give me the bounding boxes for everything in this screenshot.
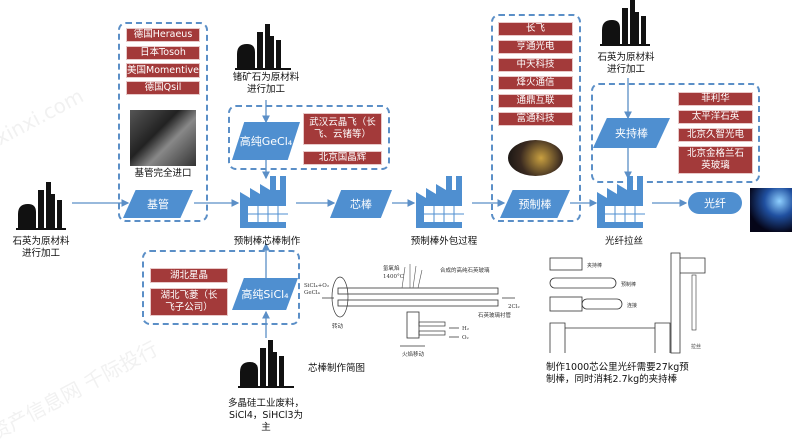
company-box: 太平洋石英 <box>678 110 753 124</box>
substrate-tube-group <box>118 22 208 222</box>
label-preform: 预制棒 <box>621 281 636 288</box>
preform-group <box>491 14 581 222</box>
core-rod-diagram: 氢氧焰 1400°C 合成的高纯石英玻璃 SiCl₄+O₂ GeCl₄ 2Cl₂… <box>304 264 520 358</box>
company-box: 美国Momentive <box>126 63 200 78</box>
fiber-photo <box>750 188 792 232</box>
label-rotate: 转动 <box>332 322 344 330</box>
company-box: 日本Tosoh <box>126 46 200 60</box>
preform-photo <box>508 140 563 176</box>
core-diagram-caption: 芯棒制作简图 <box>308 363 366 374</box>
label-glass: 合成的高纯石英玻璃 <box>440 266 490 274</box>
label-furnace: 拉丝 <box>691 343 701 350</box>
raw-source-polysilicon: 多晶硅工业废料，SiCl4，SiHCl3为主 <box>228 398 305 433</box>
node-sicl4: 高纯SiCl₄ <box>232 278 298 310</box>
drawing-note: 制作1000芯公里光纤需要27kg预制棒，同时消耗2.7kg的夹持棒 <box>546 362 689 385</box>
refinery-icon <box>600 0 650 46</box>
company-box: 烽火通信 <box>498 76 573 90</box>
company-box: 北京久智光电 <box>678 128 753 142</box>
company-box: 北京国晶辉 <box>303 151 382 165</box>
fiber-drawing-diagram: 夹持棒 预制棒 连接 拉丝 <box>549 252 706 354</box>
process-core-making: 预制棒芯棒制作 <box>233 236 301 247</box>
node-fiber: 光纤 <box>688 192 742 214</box>
raw-source-quartz-left: 石英为原材料进行加工 <box>12 236 70 259</box>
company-box: 湖北飞菱（长飞子公司） <box>150 288 228 316</box>
node-holding-rod: 夹持棒 <box>593 118 670 148</box>
label-holder: 夹持棒 <box>587 262 602 269</box>
process-drawing: 光纤拉丝 <box>604 236 643 247</box>
substrate-tube-caption: 基管完全进口 <box>134 168 192 179</box>
refinery-icon <box>16 182 66 230</box>
company-box: 长飞 <box>498 22 573 36</box>
company-box: 富通科技 <box>498 112 573 126</box>
sicl4-group <box>142 250 300 325</box>
label-input1: SiCl₄+O₂ <box>304 283 329 289</box>
refinery-icon <box>235 24 291 70</box>
label-o2: O₂ <box>462 335 469 341</box>
raw-source-quartz-top: 石英为原材料进行加工 <box>597 52 655 75</box>
substrate-tube-photo <box>130 110 196 166</box>
company-box: 北京金格兰石英玻璃 <box>678 146 753 174</box>
refinery-icon <box>238 340 294 388</box>
company-box: 湖北星晶 <box>150 268 228 283</box>
factory-icon <box>416 176 464 228</box>
company-box: 德国Heraeus <box>126 28 200 42</box>
label-output: 2Cl₂ <box>508 304 520 310</box>
company-box: 亨通光电 <box>498 40 573 54</box>
label-tube: 石英玻璃衬管 <box>478 311 512 319</box>
label-flame-move: 火焰移动 <box>402 350 425 358</box>
node-gecl4: 高纯GeCl₄ <box>232 122 300 160</box>
label-flame: 氢氧焰 <box>383 264 400 272</box>
factory-icon <box>240 176 288 228</box>
label-input2: GeCl₄ <box>304 290 321 296</box>
company-box: 通鼎互联 <box>498 94 573 108</box>
raw-source-germanium: 锗矿石为原材料进行加工 <box>232 72 300 95</box>
label-connect: 连接 <box>627 302 637 309</box>
company-box: 中天科技 <box>498 58 573 72</box>
node-preform: 预制棒 <box>500 190 570 218</box>
gecl4-group <box>228 105 390 170</box>
company-box: 武汉云晶飞（长飞、云锗等） <box>303 113 382 145</box>
factory-icon <box>597 176 645 228</box>
company-box: 德国Qsil <box>126 81 200 95</box>
company-box: 菲利华 <box>678 92 753 106</box>
label-h2: H₂ <box>462 326 469 332</box>
node-core-rod: 芯棒 <box>330 190 392 218</box>
label-temp: 1400°C <box>383 274 404 280</box>
process-overcladding: 预制棒外包过程 <box>410 236 478 247</box>
holding-rod-group <box>591 83 760 183</box>
node-substrate-tube: 基管 <box>123 190 193 218</box>
